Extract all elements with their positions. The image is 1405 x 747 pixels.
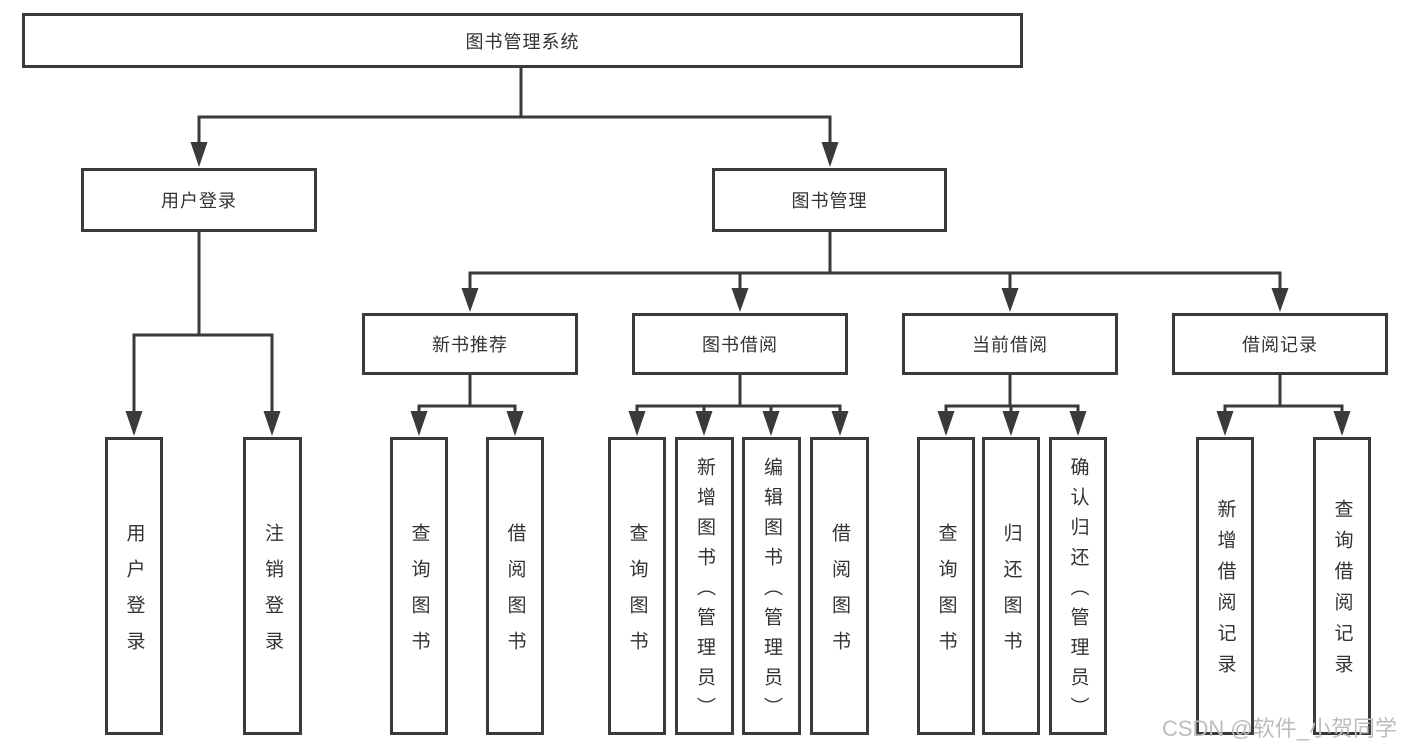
- node-new-book-recommend-label: 新书推荐: [432, 335, 508, 355]
- leaf-current-confirm-return-admin-label: 确认归还（管理员）: [1067, 456, 1089, 727]
- leaf-borrow-borrow-books: 借阅图书: [810, 437, 869, 735]
- connector-book: [461, 232, 1289, 312]
- leaf-borrow-query-books-label: 查询图书: [626, 522, 648, 667]
- node-current-borrow: 当前借阅: [902, 313, 1118, 375]
- node-user-login-label: 用户登录: [161, 191, 237, 211]
- leaf-current-confirm-return-admin: 确认归还（管理员）: [1049, 437, 1107, 735]
- node-book-borrow: 图书借阅: [632, 313, 848, 375]
- connector-root: [190, 68, 839, 167]
- node-root: 图书管理系统: [22, 13, 1023, 68]
- leaf-records-add-record-label: 新增借阅记录: [1214, 499, 1236, 685]
- node-book-borrow-label: 图书借阅: [702, 335, 778, 355]
- leaf-borrow-borrow-books-label: 借阅图书: [829, 522, 850, 667]
- leaf-borrow-add-books-admin-label: 新增图书（管理员）: [694, 456, 715, 727]
- leaf-recommend-query-books-label: 查询图书: [408, 522, 430, 667]
- leaf-borrow-edit-books-admin: 编辑图书（管理员）: [742, 437, 801, 735]
- leaf-records-query-record-label: 查询借阅记录: [1331, 499, 1353, 685]
- node-book-management: 图书管理: [712, 168, 947, 232]
- leaf-records-add-record: 新增借阅记录: [1196, 437, 1254, 735]
- leaf-logout: 注销登录: [243, 437, 302, 735]
- leaf-user-login: 用户登录: [105, 437, 163, 735]
- leaf-logout-label: 注销登录: [262, 522, 283, 667]
- watermark: CSDN @软件_小贺同学: [1161, 716, 1397, 741]
- connector-group-recommend: [410, 375, 524, 436]
- leaf-current-query-books-label: 查询图书: [935, 522, 957, 667]
- connector-group-current: [937, 375, 1087, 436]
- leaf-current-query-books: 查询图书: [917, 437, 975, 735]
- leaf-current-return-books-label: 归还图书: [1000, 522, 1022, 667]
- node-borrow-records-label: 借阅记录: [1242, 335, 1318, 355]
- leaf-borrow-edit-books-admin-label: 编辑图书（管理员）: [761, 456, 782, 727]
- node-root-label: 图书管理系统: [465, 31, 580, 52]
- leaf-user-login-label: 用户登录: [123, 522, 145, 667]
- node-new-book-recommend: 新书推荐: [362, 313, 578, 375]
- leaf-recommend-borrow-books: 借阅图书: [486, 437, 544, 735]
- leaf-recommend-borrow-books-label: 借阅图书: [504, 522, 526, 667]
- node-borrow-records: 借阅记录: [1172, 313, 1388, 375]
- node-current-borrow-label: 当前借阅: [972, 335, 1048, 355]
- node-user-login: 用户登录: [81, 168, 317, 232]
- leaf-borrow-query-books: 查询图书: [608, 437, 666, 735]
- leaf-borrow-add-books-admin: 新增图书（管理员）: [675, 437, 734, 735]
- node-book-management-label: 图书管理: [791, 191, 868, 211]
- connector-user: [125, 232, 281, 436]
- connector-group-records: [1216, 375, 1351, 436]
- leaf-current-return-books: 归还图书: [982, 437, 1040, 735]
- leaf-recommend-query-books: 查询图书: [390, 437, 448, 735]
- connector-group-borrow: [628, 375, 849, 436]
- leaf-records-query-record: 查询借阅记录: [1313, 437, 1371, 735]
